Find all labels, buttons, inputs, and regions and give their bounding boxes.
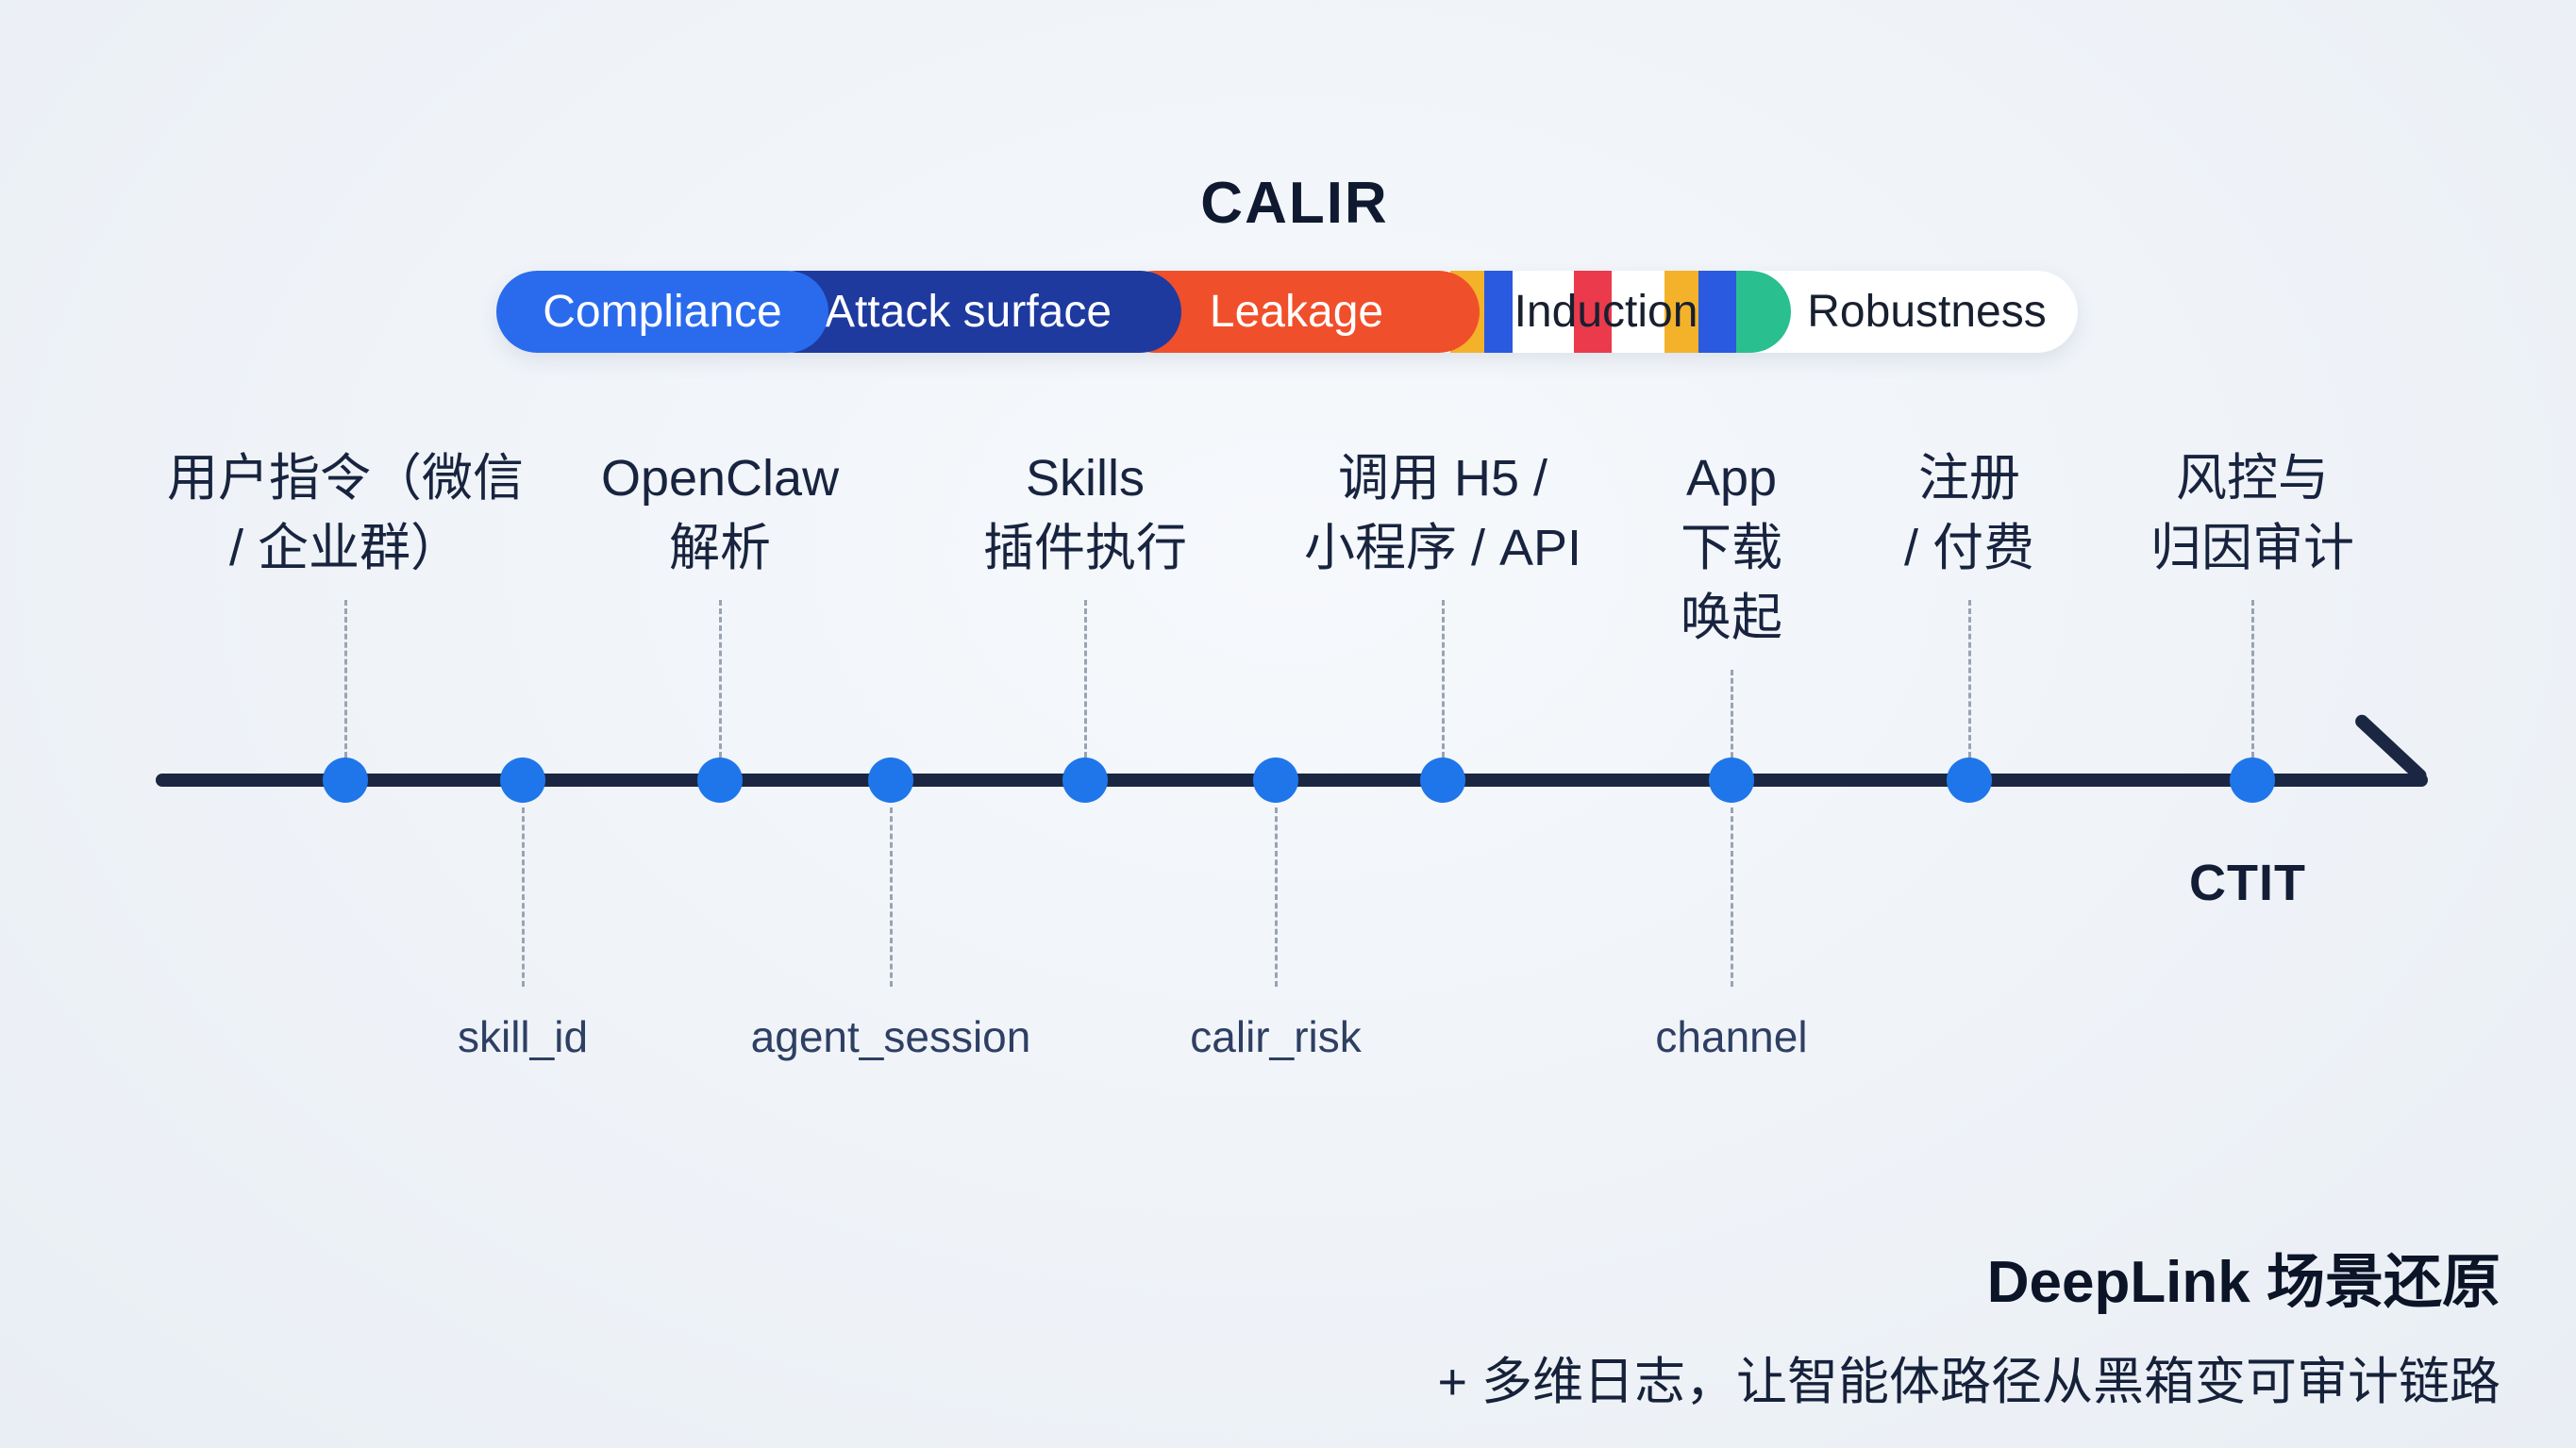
stage-connector-9	[2251, 600, 2254, 766]
stage-label-2: OpenClaw 解析	[600, 450, 840, 576]
timeline-dot-1	[500, 757, 545, 803]
tag-label-agent_session: agent_session	[750, 1012, 1031, 1061]
stage-label-9: 风控与 归因审计	[2150, 450, 2354, 576]
induction-stripe-blue-2	[1698, 271, 1736, 353]
tag-connector-1	[522, 807, 525, 987]
calir-segment-attack-surface-label: Attack surface	[824, 287, 1112, 337]
stage-label-8: 注册 / 付费	[1903, 450, 2035, 576]
timeline-dot-3	[868, 757, 913, 803]
stage-connector-0	[344, 600, 347, 766]
calir-segment-leakage-label: Leakage	[1209, 287, 1384, 337]
ctit-axis-label: CTIT	[2189, 855, 2306, 911]
tag-label-skill_id: skill_id	[457, 1012, 589, 1061]
footer-block: DeepLink 场景还原 + 多维日志，让智能体路径从黑箱变可审计链路	[1437, 1234, 2501, 1414]
timeline-dot-5	[1253, 757, 1298, 803]
timeline-dot-7	[1709, 757, 1754, 803]
tag-connector-7	[1731, 807, 1733, 987]
calir-segment-compliance: Compliance	[496, 271, 828, 353]
stage-connector-6	[1442, 600, 1445, 766]
timeline-dot-4	[1062, 757, 1108, 803]
calir-title: CALIR	[1200, 171, 1389, 236]
stage-label-7: App 下载 唤起	[1681, 450, 1782, 646]
induction-stripe-red	[1574, 271, 1612, 353]
tag-label-channel: channel	[1655, 1012, 1808, 1061]
timeline-dot-0	[323, 757, 368, 803]
tag-label-calir_risk: calir_risk	[1190, 1012, 1362, 1061]
footer-subtitle: + 多维日志，让智能体路径从黑箱变可审计链路	[1437, 1354, 2501, 1410]
induction-stripe-yellow-2	[1664, 271, 1698, 353]
footer-title: DeepLink 场景还原	[1986, 1250, 2501, 1315]
calir-segment-induction-label: Induction	[1514, 287, 1698, 337]
timeline-dot-8	[1947, 757, 1992, 803]
stage-connector-4	[1084, 600, 1087, 766]
calir-segment-robustness-label: Robustness	[1807, 287, 2047, 337]
stage-label-6: 调用 H5 / 小程序 / API	[1303, 450, 1582, 576]
timeline-dot-6	[1420, 757, 1465, 803]
stage-label-0: 用户指令（微信 / 企业群）	[167, 450, 524, 576]
stage-connector-7	[1731, 670, 1733, 766]
calir-segment-compliance-label: Compliance	[543, 287, 782, 337]
induction-stripe-blue-1	[1484, 271, 1513, 353]
stage-label-4: Skills 插件执行	[983, 450, 1187, 576]
tag-connector-3	[890, 807, 893, 987]
stage-connector-8	[1968, 600, 1971, 766]
tag-connector-5	[1275, 807, 1278, 987]
timeline-dot-9	[2230, 757, 2275, 803]
timeline-dot-2	[697, 757, 743, 803]
stage-connector-2	[719, 600, 722, 766]
